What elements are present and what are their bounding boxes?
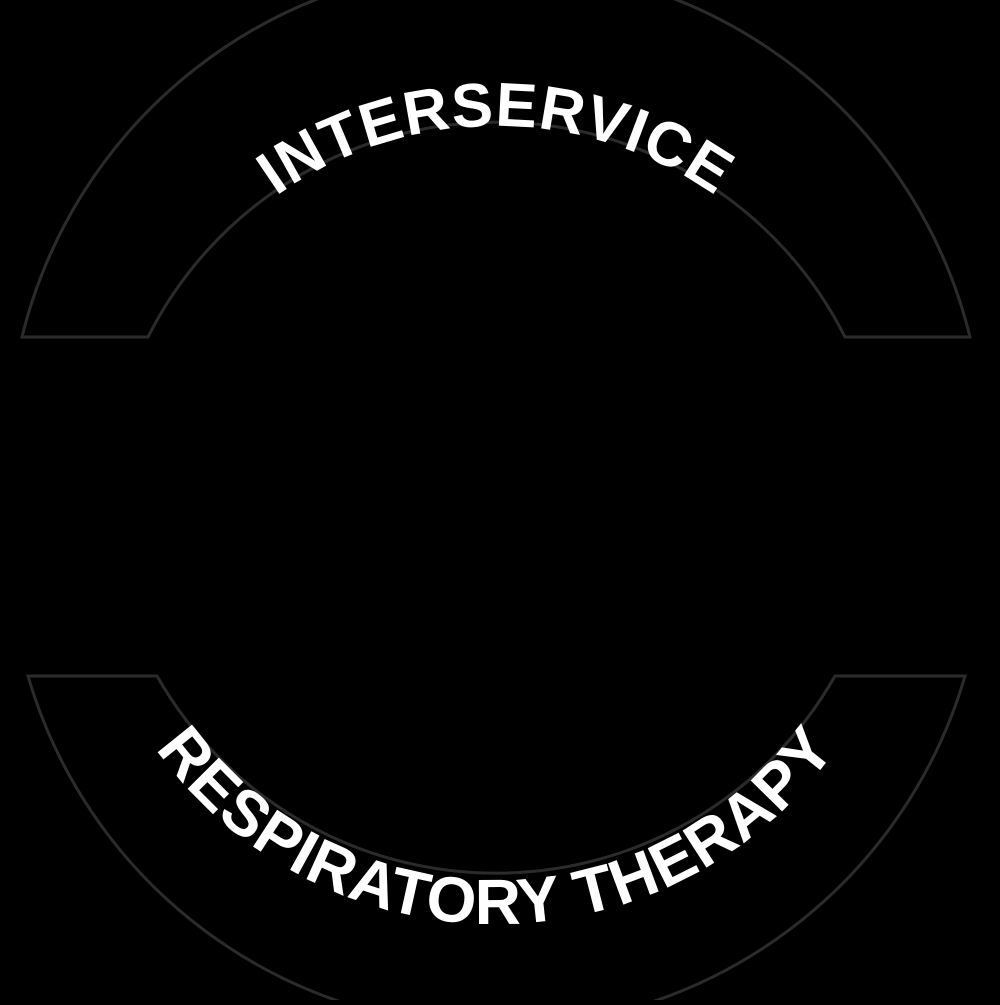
bottom-banner-outline xyxy=(25,674,968,1005)
top-banner-outline xyxy=(20,0,972,339)
